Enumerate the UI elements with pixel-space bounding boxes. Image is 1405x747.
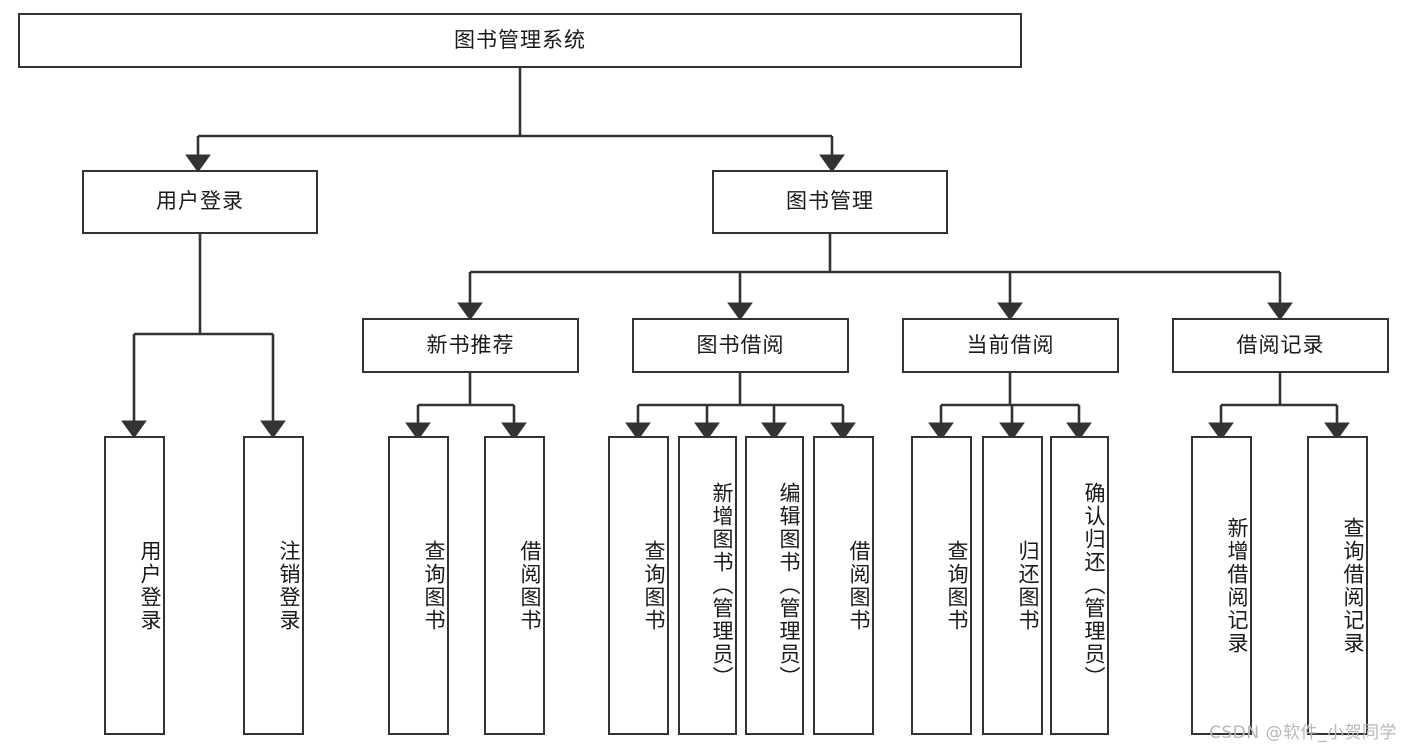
edge-borrow-to-leaves <box>625 373 856 441</box>
leaf-user-logout-label: 注销登录 <box>277 539 301 632</box>
leaf-current-confirm-return-admin[interactable]: 确认归还（管理员） <box>1050 436 1109 735</box>
leaf-current-query-book[interactable]: 查询图书 <box>911 436 972 735</box>
node-current-borrow[interactable]: 当前借阅 <box>902 318 1119 373</box>
leaf-borrow-do-borrow-label: 借阅图书 <box>847 539 871 632</box>
node-current-borrow-label: 当前借阅 <box>966 332 1055 357</box>
node-book-management-module[interactable]: 图书管理 <box>712 170 948 234</box>
edge-recommend-to-leaves <box>405 373 527 441</box>
leaf-user-login-label: 用户登录 <box>138 539 162 632</box>
edge-current-to-leaves <box>928 373 1092 441</box>
node-user-login-module[interactable]: 用户登录 <box>82 170 318 234</box>
leaf-recommend-borrow-book[interactable]: 借阅图书 <box>484 436 545 735</box>
node-book-borrow-label: 图书借阅 <box>696 332 785 357</box>
leaf-recommend-query-book[interactable]: 查询图书 <box>388 436 449 735</box>
leaf-current-return-book[interactable]: 归还图书 <box>982 436 1043 735</box>
node-book-management-module-label: 图书管理 <box>786 189 874 214</box>
leaf-borrow-add-book-admin-label: 新增图书（管理员） <box>710 482 734 689</box>
edge-record-to-leaves <box>1208 373 1350 441</box>
node-book-borrow[interactable]: 图书借阅 <box>632 318 849 373</box>
leaf-borrow-query-book-label: 查询图书 <box>642 539 666 632</box>
leaf-current-confirm-return-admin-label: 确认归还（管理员） <box>1082 482 1106 689</box>
leaf-record-query-borrow-record[interactable]: 查询借阅记录 <box>1307 436 1368 735</box>
leaf-recommend-borrow-book-label: 借阅图书 <box>518 539 542 632</box>
node-user-login-module-label: 用户登录 <box>156 189 244 214</box>
node-borrow-record-label: 借阅记录 <box>1236 332 1325 357</box>
leaf-borrow-do-borrow[interactable]: 借阅图书 <box>813 436 874 735</box>
edge-book-to-level2 <box>457 234 1293 321</box>
node-borrow-record[interactable]: 借阅记录 <box>1172 318 1389 373</box>
leaf-borrow-add-book-admin[interactable]: 新增图书（管理员） <box>678 436 737 735</box>
csdn-watermark: CSDN @软件_小贺同学 <box>1209 723 1397 743</box>
node-root-label: 图书管理系统 <box>454 27 586 52</box>
leaf-borrow-edit-book-admin-label: 编辑图书（管理员） <box>777 482 801 689</box>
edge-user-to-children <box>121 234 286 439</box>
edge-root-to-level1 <box>185 68 845 173</box>
node-new-book-recommend-label: 新书推荐 <box>426 332 515 357</box>
leaf-user-login[interactable]: 用户登录 <box>104 436 165 735</box>
leaf-record-add-borrow-record-label: 新增借阅记录 <box>1225 516 1249 655</box>
leaf-borrow-query-book[interactable]: 查询图书 <box>608 436 669 735</box>
leaf-user-logout[interactable]: 注销登录 <box>243 436 304 735</box>
node-new-book-recommend[interactable]: 新书推荐 <box>362 318 579 373</box>
leaf-current-query-book-label: 查询图书 <box>945 539 969 632</box>
leaf-record-add-borrow-record[interactable]: 新增借阅记录 <box>1191 436 1252 735</box>
leaf-record-query-borrow-record-label: 查询借阅记录 <box>1341 516 1365 655</box>
leaf-borrow-edit-book-admin[interactable]: 编辑图书（管理员） <box>745 436 804 735</box>
leaf-current-return-book-label: 归还图书 <box>1016 539 1040 632</box>
leaf-recommend-query-book-label: 查询图书 <box>422 539 446 632</box>
node-root[interactable]: 图书管理系统 <box>18 13 1022 68</box>
